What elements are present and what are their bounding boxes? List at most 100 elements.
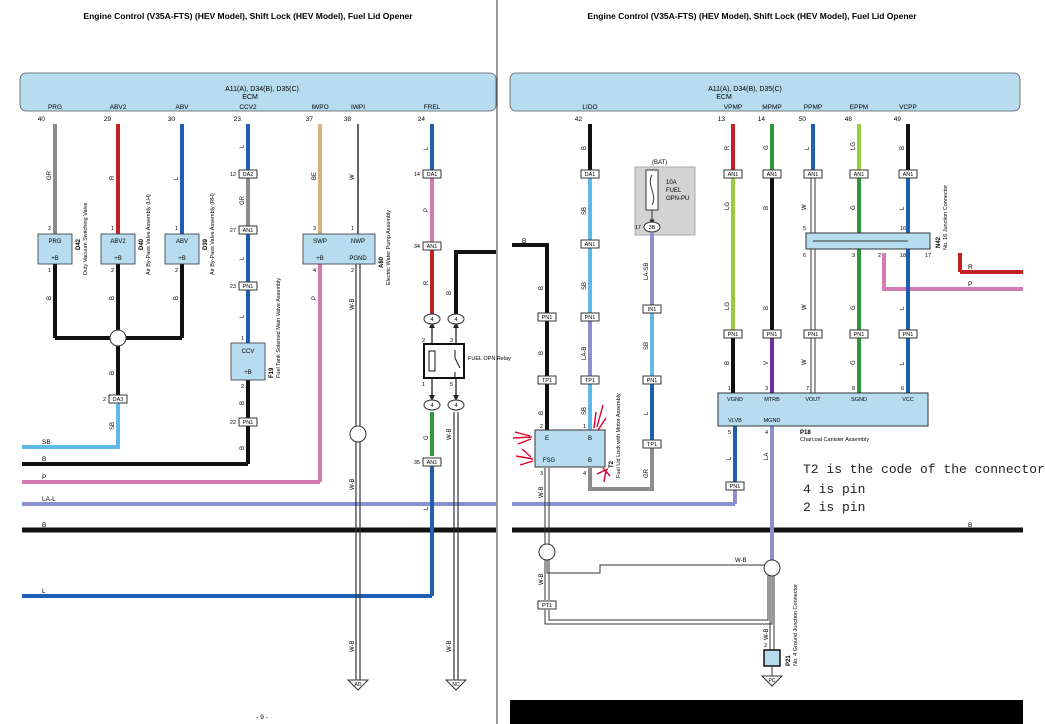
relay-connectors: 4 4 4 4 (423, 313, 465, 411)
svg-text:FSG: FSG (543, 458, 556, 464)
svg-text:V: V (764, 361, 770, 365)
svg-text:PN1: PN1 (647, 378, 658, 384)
svg-text:34: 34 (414, 244, 420, 250)
svg-text:ABV2: ABV2 (110, 239, 126, 245)
svg-text:SB: SB (644, 342, 650, 350)
right-page: Engine Control (V35A-FTS) (HEV Model), S… (509, 11, 1023, 724)
svg-text:VCPP: VCPP (899, 104, 917, 111)
svg-text:BE: BE (312, 172, 318, 180)
svg-text:VOUT: VOUT (805, 397, 821, 403)
component-f19: CCV +B 1 2 F19 Fuel Tank Solenoid Main V… (230, 278, 282, 390)
component-d42: PRG +B 2 1 D42 Duty Vacuum Switching Val… (37, 202, 89, 275)
svg-text:AN1: AN1 (427, 244, 438, 250)
svg-text:W: W (802, 204, 808, 210)
svg-text:Electric Water Pump Assembly: Electric Water Pump Assembly (386, 210, 392, 285)
svg-text:PN1: PN1 (542, 315, 553, 321)
svg-text:L: L (805, 146, 811, 150)
svg-text:23: 23 (230, 284, 236, 290)
svg-text:NC: NC (452, 682, 460, 688)
svg-text:37: 37 (306, 116, 314, 123)
svg-text:W: W (802, 304, 808, 310)
svg-text:LG: LG (725, 202, 731, 210)
svg-text:1: 1 (111, 226, 114, 232)
svg-text:16: 16 (900, 226, 906, 232)
svg-text:G: G (424, 435, 430, 440)
bus-label-b2: B (42, 522, 46, 529)
svg-text:PN1: PN1 (243, 420, 254, 426)
svg-text:A80: A80 (379, 256, 385, 268)
svg-text:W: W (350, 174, 356, 180)
ecm-label-right: ECM (716, 94, 732, 101)
right-pin-labels: LIDO VPMP MPMP PPMP EPPM VCPP 42 13 14 5… (575, 104, 917, 123)
svg-text:B: B (240, 401, 246, 405)
svg-text:W-B: W-B (447, 428, 453, 440)
svg-text:GR: GR (47, 170, 53, 180)
svg-text:TP1: TP1 (647, 442, 657, 448)
svg-text:+B: +B (51, 256, 59, 262)
svg-text:5: 5 (803, 226, 806, 232)
svg-text:SB: SB (582, 407, 588, 415)
svg-text:W-B: W-B (735, 558, 747, 564)
component-d39: ABV +B 1 2 D39 Air By-Pass Valve Assembl… (164, 193, 216, 275)
bus-label-la-l: LA-L (42, 496, 56, 503)
svg-text:B: B (110, 296, 116, 300)
svg-text:G: G (851, 305, 857, 310)
svg-text:4: 4 (313, 268, 316, 274)
svg-text:SB: SB (582, 207, 588, 215)
component-t2: E B FSG B 2 1 3 4 T2 Fuel Lid Lock with … (534, 393, 622, 478)
svg-text:2: 2 (878, 253, 881, 259)
svg-text:SB: SB (582, 282, 588, 290)
fuel-opn-relay: 2 3 1 5 FUEL OPN Relay (422, 322, 511, 401)
svg-text:AN1: AN1 (854, 172, 865, 178)
svg-text:Fuel Lid Lock with Motor Assem: Fuel Lid Lock with Motor Assembly (616, 393, 622, 478)
svg-text:W-B: W-B (350, 298, 356, 310)
svg-text:DA1: DA1 (585, 172, 596, 178)
svg-text:+B: +B (114, 256, 122, 262)
bus-label-sb: SB (42, 439, 51, 446)
svg-text:NWP: NWP (351, 239, 365, 245)
svg-text:DA3: DA3 (113, 397, 124, 403)
bus-label-p: P (42, 474, 46, 481)
svg-text:22: 22 (230, 420, 236, 426)
ground-nc: NC (444, 679, 468, 691)
svg-text:27: 27 (230, 228, 236, 234)
fuse-box (634, 166, 696, 236)
svg-text:10A: 10A (666, 180, 677, 186)
svg-text:FUEL: FUEL (666, 188, 682, 194)
svg-text:W-B: W-B (764, 628, 770, 640)
svg-text:PN1: PN1 (730, 484, 741, 490)
bus-label-b1: B (42, 456, 46, 463)
bottom-black-band (510, 700, 1023, 724)
svg-text:P: P (968, 281, 972, 288)
svg-text:3: 3 (313, 226, 316, 232)
svg-text:7: 7 (806, 386, 809, 392)
svg-text:AN1: AN1 (728, 172, 739, 178)
svg-text:2: 2 (422, 338, 425, 344)
component-p21: 2 P21 No. 4 Ground Junction Connector PC (760, 584, 799, 687)
svg-text:D39: D39 (203, 238, 209, 250)
svg-text:3: 3 (765, 386, 768, 392)
component-a80: SWP NWP +B PGND 3 1 4 2 A80 Electric Wat… (302, 210, 392, 285)
svg-text:2: 2 (241, 384, 244, 390)
svg-text:FREL: FREL (424, 104, 441, 111)
svg-text:B: B (900, 146, 906, 150)
svg-text:1: 1 (48, 268, 51, 274)
svg-text:T2: T2 (609, 460, 615, 468)
svg-text:+B: +B (244, 370, 252, 376)
svg-text:SB: SB (110, 422, 116, 430)
wb-ground-wire-nc (453, 412, 459, 680)
svg-text:PRG: PRG (48, 239, 61, 245)
left-pin-labels: PRG ABV2 ABV CCV2 IWPO IWPI FREL 40 29 3… (38, 104, 441, 123)
svg-text:W-B: W-B (539, 573, 545, 585)
svg-text:W-B: W-B (350, 478, 356, 490)
svg-text:2: 2 (351, 268, 354, 274)
svg-text:LA-SB: LA-SB (644, 263, 650, 280)
svg-text:PGND: PGND (349, 256, 367, 262)
svg-text:W-B: W-B (447, 640, 453, 652)
svg-text:5: 5 (728, 430, 731, 436)
svg-text:GR: GR (240, 195, 246, 205)
svg-text:PN1: PN1 (728, 332, 739, 338)
svg-text:14: 14 (414, 172, 420, 178)
svg-text:ABV2: ABV2 (110, 104, 127, 111)
svg-text:D42: D42 (76, 238, 82, 250)
